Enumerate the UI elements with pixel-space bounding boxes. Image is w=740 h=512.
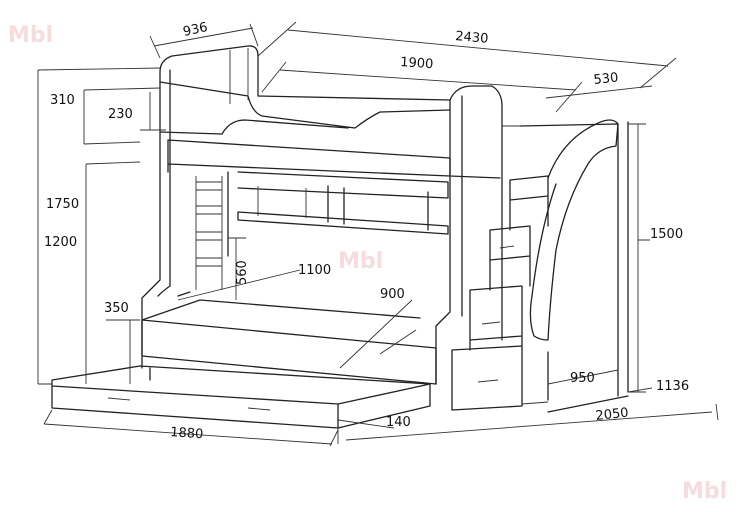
- dimension-lines: [37, 21, 719, 447]
- label-1750: 1750: [46, 197, 79, 212]
- dim-350-line: [106, 319, 140, 384]
- dim-1200-line: [85, 161, 141, 384]
- dim-1750-line: [37, 67, 161, 385]
- dim-140-line: [337, 419, 395, 429]
- label-230: 230: [108, 107, 133, 122]
- staircase: [451, 175, 549, 411]
- dim-560-line: [228, 237, 246, 300]
- watermark-group: Mbl Mbl Mbl: [8, 23, 727, 504]
- trundle-drawer: [51, 365, 431, 429]
- stair-rail: [529, 119, 619, 341]
- label-1500: 1500: [650, 227, 683, 242]
- right-post-links: [502, 125, 549, 405]
- trundle-handles: [107, 397, 271, 411]
- label-140: 140: [386, 415, 411, 430]
- center-post: [435, 85, 503, 385]
- dim-900-line: [339, 299, 417, 369]
- upper-guard-rail: [159, 81, 451, 135]
- lower-bed-frame: [141, 291, 437, 385]
- label-936: 936: [182, 20, 209, 40]
- dim-530-line: [545, 85, 653, 99]
- dim-1500-line: [628, 123, 650, 393]
- dim-936-line: [149, 23, 259, 59]
- step-handles: [477, 245, 515, 383]
- dim-230-line: [140, 92, 166, 131]
- dimension-labels: 936 2430 1900 530 310 230 1750 1200 560 …: [44, 20, 689, 442]
- left-end-panel: [141, 45, 259, 369]
- dim-1880-line: [43, 409, 339, 447]
- label-2050: 2050: [595, 406, 629, 424]
- label-950: 950: [570, 371, 595, 386]
- dim-1900-line: [261, 61, 583, 113]
- label-310: 310: [50, 93, 75, 108]
- right-post: [519, 121, 629, 413]
- dim-950-line: [547, 369, 619, 385]
- label-350: 350: [104, 301, 129, 316]
- bed-structure: [51, 45, 629, 429]
- left-panel-slats: [195, 176, 223, 290]
- label-1200: 1200: [44, 235, 77, 250]
- dim-1136-line: [627, 387, 653, 393]
- watermark-top-left: Mbl: [8, 23, 53, 48]
- label-1900: 1900: [400, 55, 434, 72]
- dim-310-line: [83, 87, 161, 145]
- watermark-center: Mbl: [338, 249, 383, 274]
- dim-1100-line: [177, 269, 301, 301]
- left-end-panel-inner: [229, 48, 249, 104]
- label-1880: 1880: [170, 425, 204, 442]
- label-1136: 1136: [656, 379, 689, 394]
- dim-2430-line: [257, 21, 677, 89]
- label-2430: 2430: [455, 29, 489, 47]
- label-530: 530: [593, 70, 619, 88]
- watermark-bottom-right: Mbl: [682, 479, 727, 504]
- label-560: 560: [235, 260, 250, 285]
- shelf-unit: [227, 171, 449, 257]
- label-900: 900: [380, 287, 405, 302]
- shelf-inner-lines: [257, 186, 307, 218]
- label-1100: 1100: [298, 263, 331, 278]
